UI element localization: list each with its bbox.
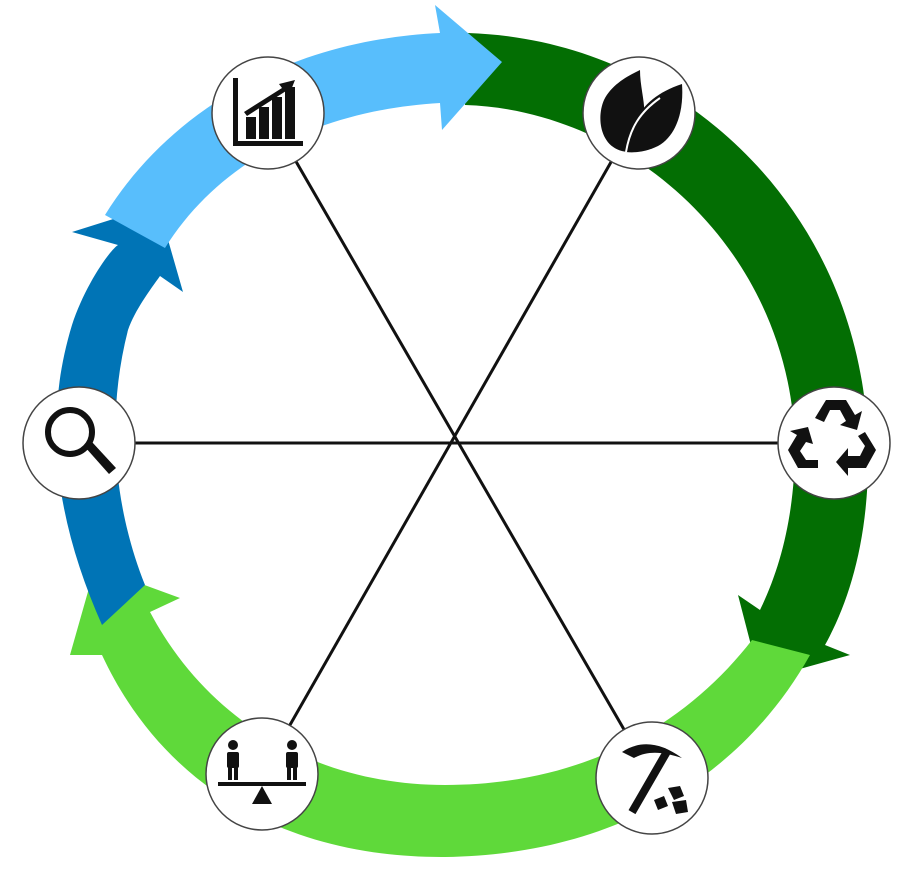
nodes	[22, 56, 891, 835]
node-recycle	[777, 386, 891, 500]
cycle-arcs	[56, 5, 869, 858]
node-leaf	[582, 56, 696, 170]
arc-dark-green	[465, 33, 869, 680]
spokes	[79, 112, 834, 779]
node-growth	[211, 56, 325, 170]
node-search	[22, 386, 136, 500]
arc-light-green	[70, 567, 810, 858]
recycle-icon	[788, 400, 876, 476]
arc-dark-blue	[56, 205, 183, 625]
node-mining	[595, 721, 709, 835]
spoke-growth-mining	[266, 112, 654, 779]
bar-chart-growth-icon	[233, 78, 303, 146]
people-seesaw-icon	[218, 740, 306, 804]
leaf-icon	[600, 70, 683, 153]
node-balance	[205, 717, 319, 831]
magnifier-icon	[45, 407, 116, 474]
pickaxe-rocks-icon	[622, 744, 688, 815]
